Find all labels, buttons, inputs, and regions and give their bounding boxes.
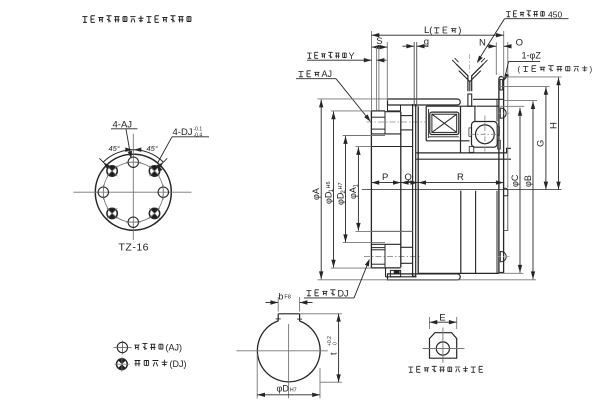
svg-text:φC: φC bbox=[510, 174, 520, 187]
svg-text:t: t bbox=[329, 352, 339, 355]
svg-text:b: b bbox=[278, 292, 283, 302]
svg-text:2: 2 bbox=[341, 190, 347, 194]
svg-text:O: O bbox=[516, 37, 523, 48]
svg-text:TZ-16: TZ-16 bbox=[119, 242, 150, 254]
svg-text:H7: H7 bbox=[338, 182, 344, 189]
svg-text:H7: H7 bbox=[290, 388, 297, 394]
svg-text:): ) bbox=[590, 65, 593, 74]
svg-text:(DJ): (DJ) bbox=[170, 359, 187, 369]
svg-text:φD: φD bbox=[323, 191, 333, 204]
svg-text:P: P bbox=[382, 172, 388, 183]
svg-text:N: N bbox=[479, 37, 486, 48]
svg-text:φD: φD bbox=[335, 192, 345, 205]
svg-text:1: 1 bbox=[354, 184, 360, 188]
svg-text:450: 450 bbox=[548, 9, 562, 19]
svg-text:-0.1: -0.1 bbox=[194, 127, 203, 133]
svg-text:): ) bbox=[458, 25, 461, 36]
svg-text:Q: Q bbox=[405, 172, 412, 183]
svg-text:(: ( bbox=[518, 65, 521, 74]
svg-text:(AJ): (AJ) bbox=[166, 343, 183, 353]
svg-text:H: H bbox=[548, 122, 559, 129]
svg-text:AJ: AJ bbox=[322, 69, 333, 79]
svg-text:4-AJ: 4-AJ bbox=[113, 119, 133, 130]
svg-text:g: g bbox=[424, 37, 429, 48]
svg-text:0: 0 bbox=[332, 342, 338, 345]
svg-text:F8: F8 bbox=[284, 294, 290, 300]
svg-text:φA: φA bbox=[348, 187, 358, 199]
svg-text:45°: 45° bbox=[147, 144, 158, 153]
svg-text:φB: φB bbox=[523, 175, 533, 187]
svg-text:φA: φA bbox=[311, 188, 321, 200]
svg-text:Y: Y bbox=[349, 51, 355, 61]
svg-text:4-DJ: 4-DJ bbox=[173, 127, 193, 138]
svg-text:L(: L( bbox=[424, 25, 433, 36]
svg-text:1: 1 bbox=[329, 189, 335, 193]
svg-text:1-φZ: 1-φZ bbox=[522, 51, 542, 61]
svg-text:45°: 45° bbox=[109, 144, 120, 153]
svg-text:R: R bbox=[457, 172, 464, 183]
svg-text:E: E bbox=[439, 312, 445, 323]
svg-text:φD: φD bbox=[277, 384, 290, 394]
svg-text:DJ: DJ bbox=[338, 288, 349, 298]
svg-text:G: G bbox=[536, 140, 547, 147]
svg-text:H6: H6 bbox=[326, 181, 332, 188]
svg-text:+0.2: +0.2 bbox=[327, 336, 333, 346]
svg-text:-0.4: -0.4 bbox=[194, 132, 203, 138]
svg-text:S: S bbox=[376, 36, 382, 47]
